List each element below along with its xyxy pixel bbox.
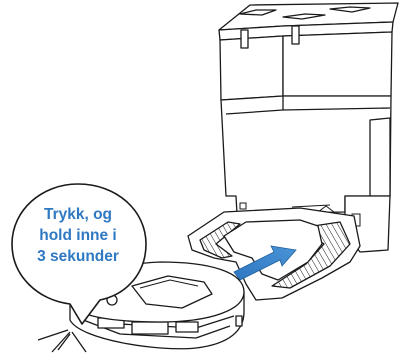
- side-brush: [38, 330, 86, 352]
- callout-line-2: hold inne i: [12, 225, 144, 246]
- callout-text: Trykk, og hold inne i 3 sekunder: [12, 204, 144, 267]
- tank-clip-left: [241, 30, 248, 48]
- callout-line-3: 3 sekunder: [12, 246, 144, 267]
- callout-line-1: Trykk, og: [12, 204, 144, 225]
- station-upper-body: [220, 36, 283, 100]
- tank-clip-right: [292, 26, 299, 44]
